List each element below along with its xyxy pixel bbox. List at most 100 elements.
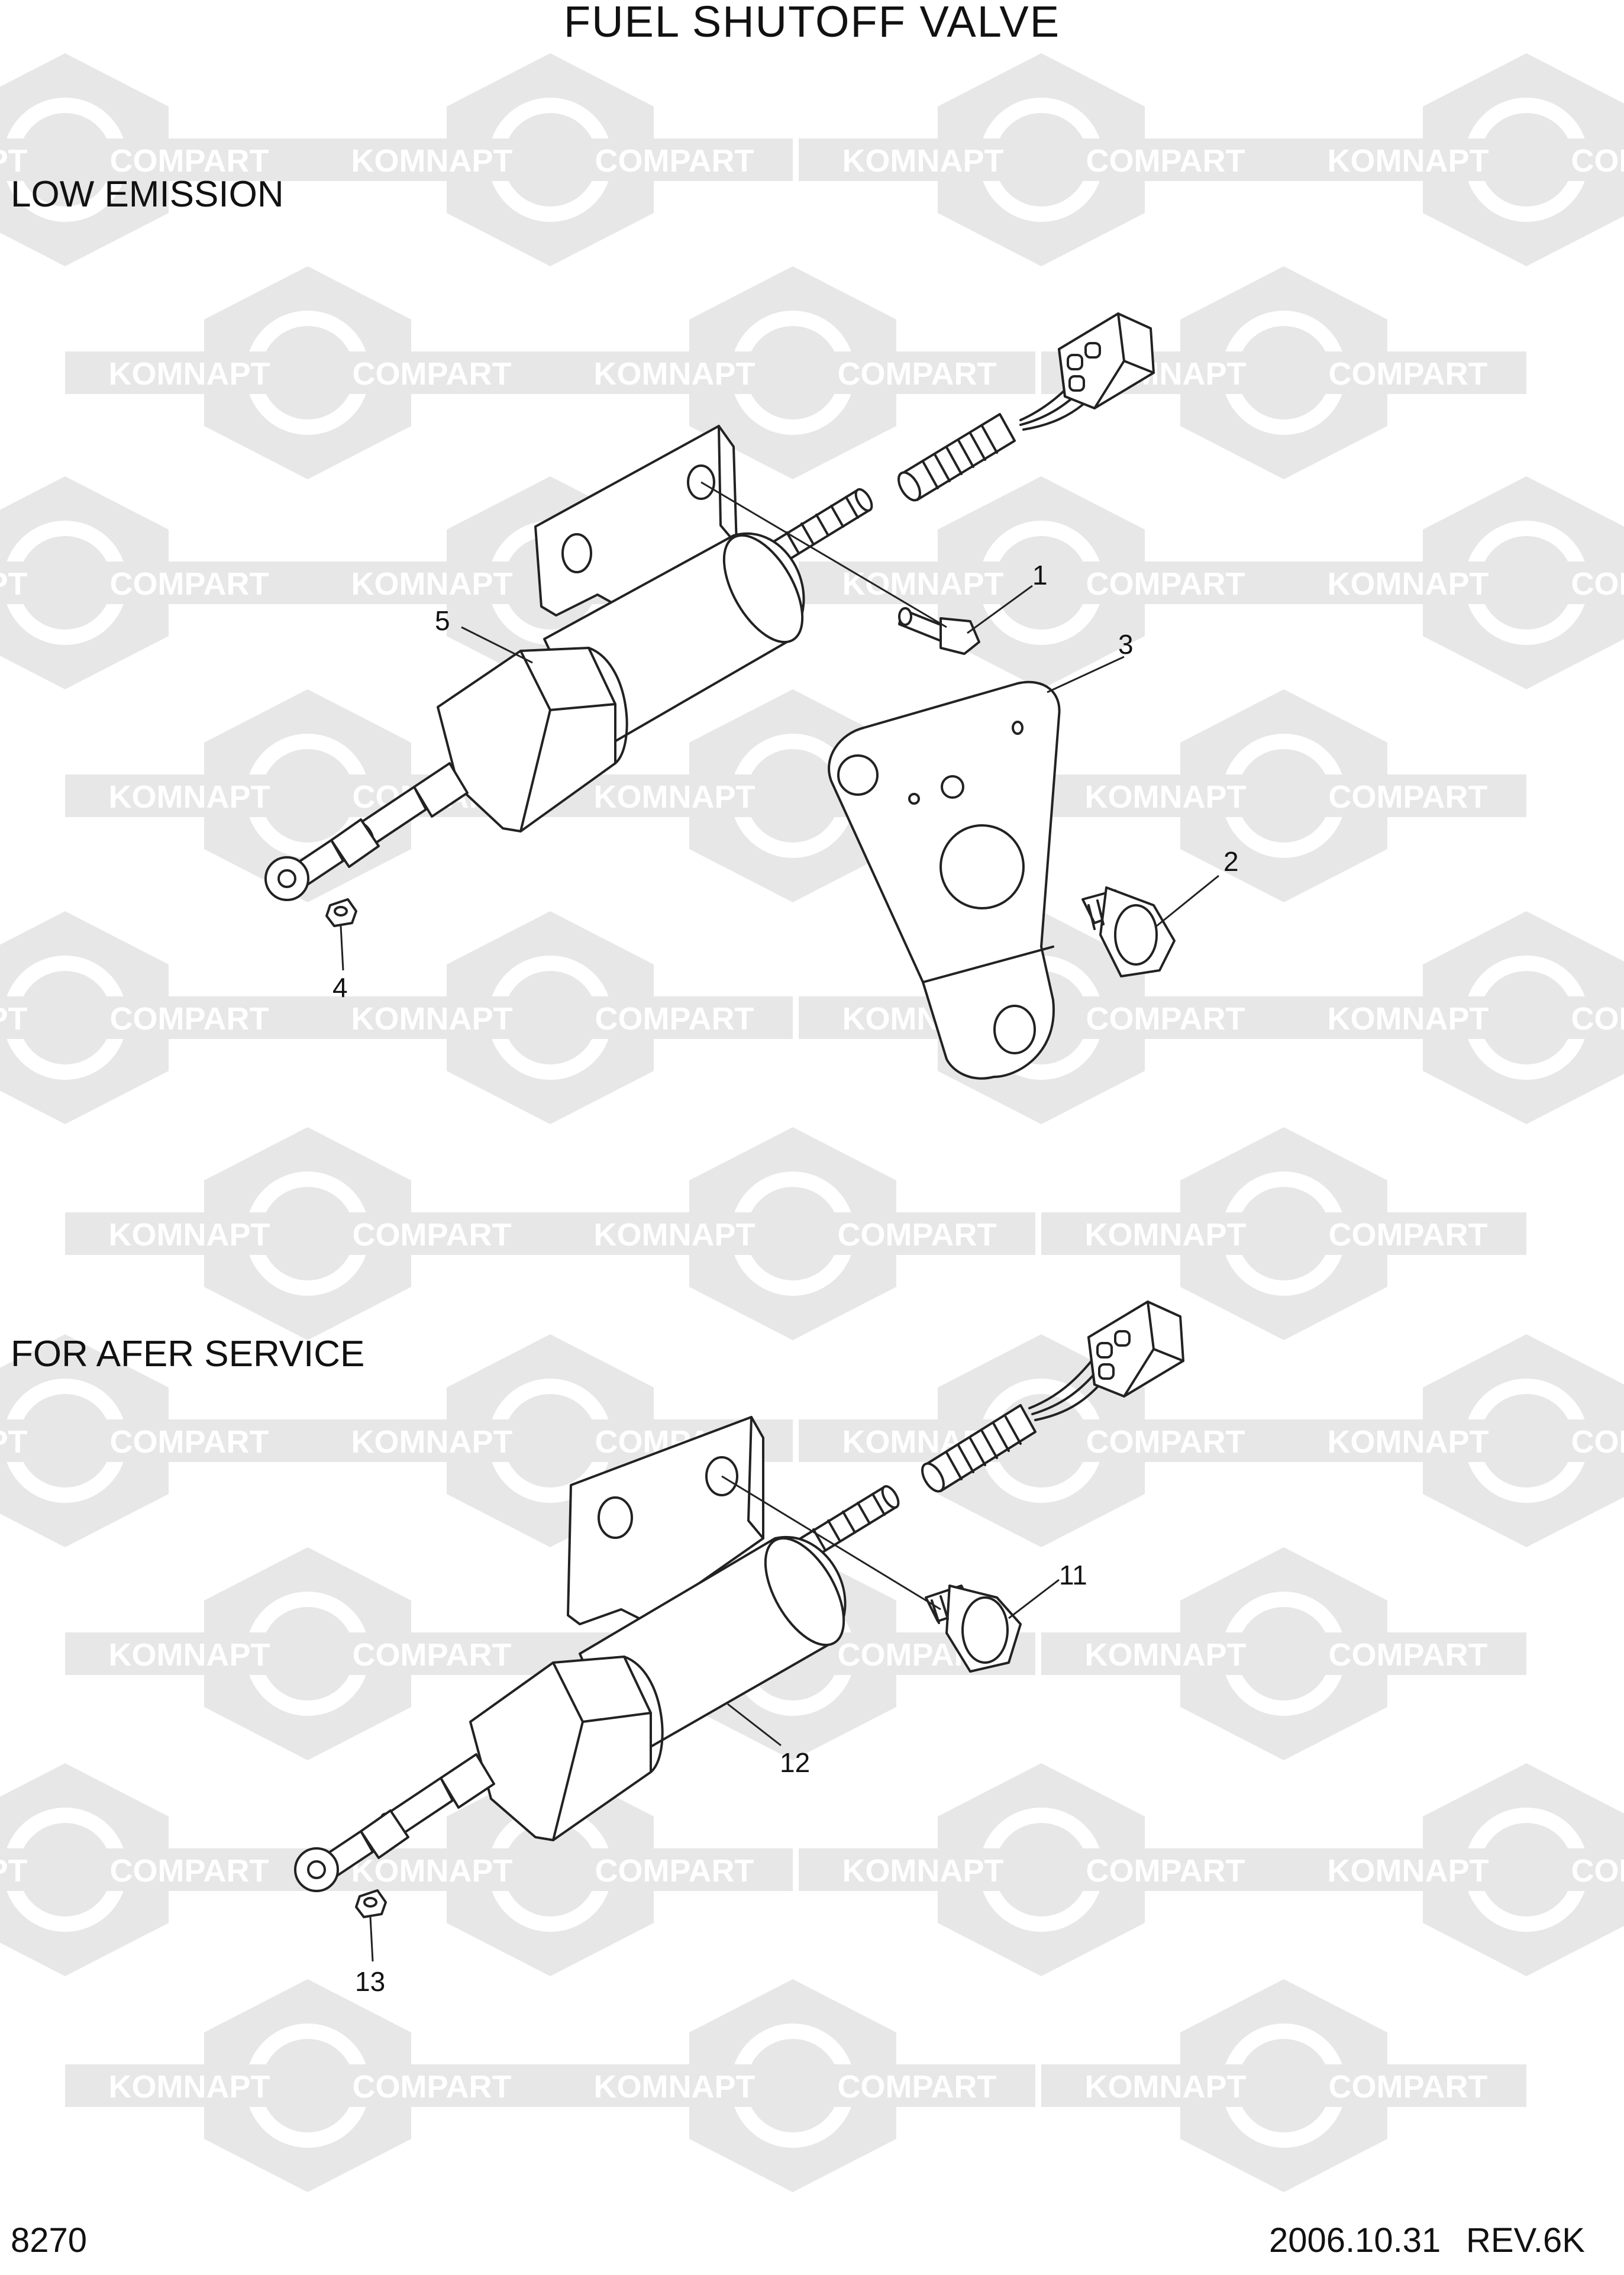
leader-lines-bottom — [369, 1475, 1060, 1962]
watermark-text: KOMNAPT — [1085, 779, 1247, 815]
watermark-text: KOMNAPT — [1328, 1853, 1489, 1889]
solenoid-body — [437, 533, 805, 832]
watermark-text: KOMNAPT — [0, 1853, 28, 1889]
callout-4: 4 — [332, 972, 348, 1003]
watermark-logo: KOMNAPT COMPART — [65, 1127, 550, 1340]
watermark-text: COMPART — [110, 143, 269, 179]
watermark-text: KOMNAPT — [1328, 566, 1489, 602]
hex-bolt-2 — [925, 1585, 1022, 1673]
watermark-text: KOMNAPT — [0, 143, 28, 179]
watermark-text: COMPART — [1329, 1217, 1488, 1253]
watermark-text: COMPART — [110, 1424, 269, 1460]
watermark-text: COMPART — [1329, 356, 1488, 392]
callout-2: 2 — [1223, 846, 1239, 877]
coil-spring-2 — [921, 1404, 1037, 1493]
callouts: 1 2 3 4 5 11 12 13 — [332, 560, 1239, 1997]
watermark-text: KOMNAPT — [351, 566, 513, 602]
watermark-text: KOMNAPT — [1085, 1637, 1247, 1673]
section-after-service: FOR AFER SERVICE — [11, 1334, 365, 1374]
solenoid-body-2 — [469, 1536, 847, 1841]
watermark-logo: KOMNAPT COMPART — [550, 1979, 1035, 2192]
watermark-logo: KOMNAPT COMPART — [65, 1979, 550, 2192]
callout-12: 12 — [780, 1747, 810, 1778]
watermark-text: COMPART — [1571, 1853, 1624, 1889]
watermark-text: KOMNAPT — [594, 1217, 756, 1253]
watermark-text: COMPART — [1571, 1424, 1624, 1460]
mounting-plate — [828, 680, 1061, 1080]
watermark-text: KOMNAPT — [1328, 143, 1489, 179]
watermark-logo: KOMNAPT COMPART — [550, 1127, 1035, 1340]
watermark-text: KOMNAPT — [351, 1853, 513, 1889]
low-emission-assembly — [264, 312, 1176, 1080]
footer-date: 2006.10.31 — [1269, 2221, 1441, 2260]
watermark-text: KOMNAPT — [0, 1001, 28, 1037]
watermark-logo: KOMNAPT COMPART — [308, 911, 793, 1124]
watermark-text: KOMNAPT — [109, 356, 270, 392]
watermark-text: COMPART — [838, 1217, 997, 1253]
watermark-text: KOMNAPT — [109, 1637, 270, 1673]
watermark-logo: KOMNAPT COMPART — [1284, 1334, 1624, 1547]
hex-bolt — [1081, 886, 1176, 977]
watermark-logo: KOMNAPT COMPART — [1041, 1127, 1526, 1340]
watermark-text: COMPART — [1571, 566, 1624, 602]
section-low-emission: LOW EMISSION — [11, 174, 284, 215]
watermark-text: COMPART — [353, 1217, 512, 1253]
callout-13: 13 — [355, 1966, 385, 1997]
after-service-assembly — [294, 1301, 1184, 1918]
connector-plug-2 — [1028, 1301, 1184, 1421]
watermark-text: COMPART — [595, 143, 754, 179]
watermark-text: COMPART — [1329, 2069, 1488, 2105]
watermark-text: KOMNAPT — [351, 1001, 513, 1037]
watermark-text: KOMNAPT — [1085, 1217, 1247, 1253]
callout-3: 3 — [1118, 629, 1134, 660]
watermark-text: KOMNAPT — [594, 779, 756, 815]
watermark-text: KOMNAPT — [594, 2069, 756, 2105]
watermark-text: KOMNAPT — [109, 2069, 270, 2105]
watermark-logo: KOMNAPT COMPART — [1284, 1763, 1624, 1976]
watermark-text: COMPART — [110, 1853, 269, 1889]
watermark-text: KOMNAPT — [594, 356, 756, 392]
watermark-logo: KOMNAPT COMPART — [1284, 476, 1624, 689]
watermark-text: KOMNAPT — [0, 566, 28, 602]
watermark-text: KOMNAPT — [351, 143, 513, 179]
flange-bolt — [898, 607, 980, 655]
watermark-logo: KOMNAPT COMPART — [0, 911, 308, 1124]
watermark-text: KOMNAPT — [109, 1217, 270, 1253]
rod-end — [264, 818, 380, 901]
leader-lines-top — [340, 481, 1219, 971]
watermark-text: COMPART — [838, 2069, 997, 2105]
watermark-text: KOMNAPT — [842, 143, 1004, 179]
watermark-text: COMPART — [110, 1001, 269, 1037]
watermark-text: COMPART — [1086, 566, 1245, 602]
watermark-text: KOMNAPT — [109, 779, 270, 815]
callout-1: 1 — [1032, 560, 1048, 590]
watermark-logo: KOMNAPT COMPART — [0, 1763, 308, 1976]
watermark-text: KOMNAPT — [0, 1424, 28, 1460]
small-nut-2 — [355, 1889, 387, 1918]
watermark-text: COMPART — [1086, 1424, 1245, 1460]
watermark-text: COMPART — [1329, 779, 1488, 815]
watermark-text: COMPART — [1571, 143, 1624, 179]
connector-plug — [1019, 312, 1155, 431]
small-nut — [325, 898, 357, 927]
watermark-layer: KOMNAPT COMPART KOMNAPT COMPART KOMNAPT COMPA… — [0, 53, 1624, 2192]
page-number: 8270 — [11, 2221, 88, 2260]
watermark-text: COMPART — [353, 2069, 512, 2105]
watermark-text: COMPART — [1086, 1853, 1245, 1889]
watermark-text: COMPART — [1571, 1001, 1624, 1037]
watermark-text: COMPART — [595, 1001, 754, 1037]
watermark-text: KOMNAPT — [1328, 1424, 1489, 1460]
watermark-logo: KOMNAPT COMPART — [1284, 53, 1624, 266]
watermark-text: KOMNAPT — [351, 1424, 513, 1460]
watermark-logo: KOMNAPT COMPART — [0, 53, 308, 266]
